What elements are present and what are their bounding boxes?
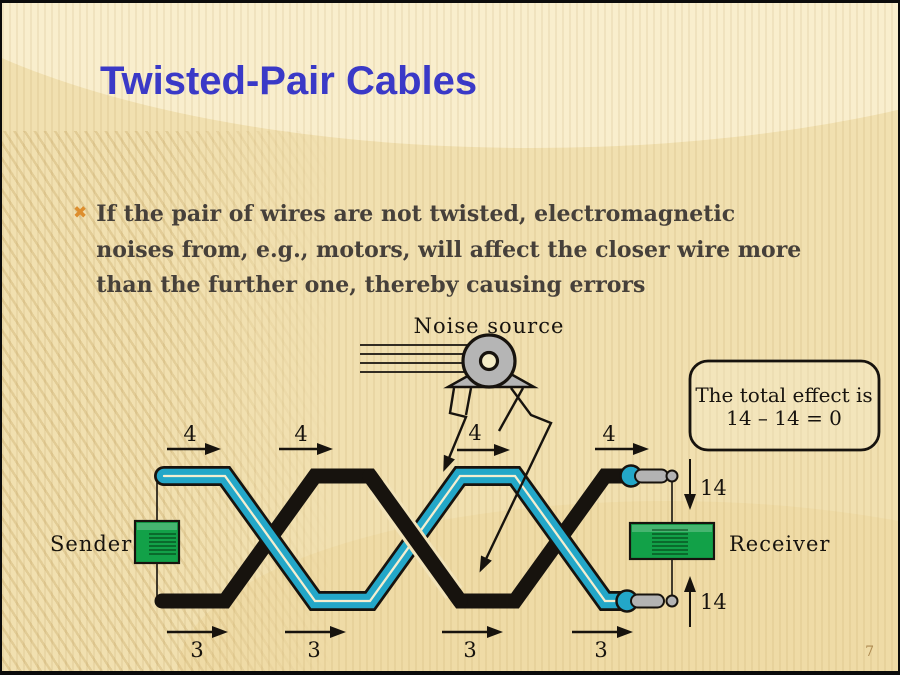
total-effect-box: The total effect is 14 – 14 = 0 <box>688 359 881 452</box>
receiver-pins <box>615 464 679 613</box>
bullet-line: noises from, e.g., motors, will affect t… <box>96 236 802 263</box>
x-bullet-icon: ✖ <box>73 203 88 223</box>
bottom-value-2: 3 <box>307 638 320 662</box>
top-value-2: 4 <box>294 422 307 446</box>
top-value-3: 4 <box>468 421 481 445</box>
bullet-line: If the pair of wires are not twisted, el… <box>96 201 736 227</box>
background-diagonal-stripes <box>2 131 332 671</box>
page-title: Twisted-Pair Cables <box>100 59 478 103</box>
bullet-line: than the further one, thereby causing er… <box>96 272 646 298</box>
sender-block <box>133 519 181 565</box>
twisted-pair-diagram: 4 4 4 4 3 3 3 3 14 14 Noise source Sende… <box>50 314 881 662</box>
top-flow-values: 4 4 4 4 <box>183 421 615 446</box>
top-value-4: 4 <box>602 422 615 446</box>
page-number: 7 <box>865 644 874 660</box>
bullet-text: If the pair of wires are not twisted, el… <box>96 197 801 304</box>
top-flow-arrows <box>167 443 649 456</box>
sender-label: Sender <box>50 532 132 556</box>
lightning-bolt-right <box>479 387 553 573</box>
bottom-value-3: 3 <box>463 638 476 662</box>
bullet-item: ✖ If the pair of wires are not twisted, … <box>73 197 863 304</box>
right-value-bottom: 14 <box>700 590 727 614</box>
bottom-flow-values: 3 3 3 3 <box>190 638 607 662</box>
effect-box-line2: 14 – 14 = 0 <box>726 406 842 430</box>
receiver-block <box>628 521 716 561</box>
black-wire-over-segment <box>362 468 468 609</box>
bottom-value-1: 3 <box>190 638 203 662</box>
noise-source-label: Noise source <box>414 314 565 338</box>
receiver-label: Receiver <box>729 532 830 556</box>
noise-source-motor <box>443 333 539 389</box>
lightning-bolt-left <box>443 387 473 472</box>
right-value-top: 14 <box>700 476 727 500</box>
effect-box-line1: The total effect is <box>695 383 872 407</box>
bottom-value-4: 3 <box>594 638 607 662</box>
twisted-pair-wires <box>154 466 643 611</box>
top-value-1: 4 <box>183 422 196 446</box>
